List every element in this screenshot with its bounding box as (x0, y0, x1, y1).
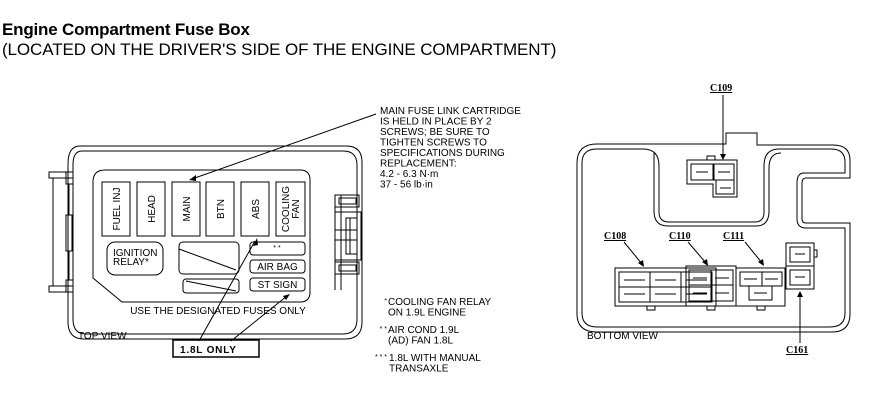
main-fuse-note: MAIN FUSE LINK CARTRIDGE IS HELD IN PLAC… (380, 106, 521, 191)
main-fuse-note-line: 4.2 - 6.3 N·m (380, 169, 438, 180)
fuse-fuel-inj[interactable] (101, 181, 131, 237)
fuse-abs[interactable] (240, 181, 270, 237)
fuse-label-fan: FAN (291, 199, 302, 218)
ignition-relay-label-2: RELAY* (113, 257, 149, 268)
fuse-cooling-fan[interactable] (275, 181, 306, 237)
bottom-housing-channel (653, 152, 782, 227)
main-fuse-note-line: TIGHTEN SCREWS TO (380, 138, 487, 149)
footnote-text: COOLING FAN RELAY (388, 297, 492, 308)
side-latch (334, 194, 362, 290)
connector-label-c161: C161 (786, 345, 808, 356)
main-fuse-note-line: SCREWS; BE SURE TO (380, 127, 490, 138)
connector-label-c110: C110 (669, 231, 691, 242)
footnote-text: 1.8L WITH MANUAL (389, 353, 481, 364)
fuse-box-housing-outer (67, 145, 363, 340)
bottom-housing-outer (576, 132, 851, 333)
st-sign-label: ST SIGN (258, 280, 298, 291)
main-fuse-note-line: IS HELD IN PLACE BY 2 (380, 117, 492, 128)
fuse-box-housing-inner (72, 150, 358, 335)
c110-leader (687, 241, 707, 264)
main-note-leader (191, 113, 377, 180)
air-cond-fuse-label: * * (273, 245, 281, 252)
callout-1-8l-only-label: 1.8L ONLY (180, 345, 237, 356)
footnote-mark: * * (380, 326, 388, 333)
bottom-view (576, 95, 851, 343)
leader-abs (198, 240, 256, 342)
connector-label-c109: C109 (710, 83, 732, 94)
designated-fuses-notice: USE THE DESIGNATED FUSES ONLY (130, 306, 306, 317)
air-bag-label: AIR BAG (257, 262, 298, 273)
main-fuse-note-line: 37 - 56 lb·in (380, 180, 433, 191)
footnote-mark: * * * (375, 354, 387, 361)
spare-slot (182, 278, 240, 294)
fuse-st-sign[interactable] (249, 277, 306, 292)
main-fuse-link-slot (178, 241, 240, 275)
connector-label-c108: C108 (604, 231, 626, 242)
fuse-label-main: MAIN (182, 197, 193, 222)
callout-1-8l-only (172, 339, 260, 358)
connector-c110[interactable] (685, 241, 737, 311)
connector-c109[interactable] (686, 95, 738, 198)
hinge (48, 171, 74, 293)
footnote-mark: * (384, 298, 387, 305)
footnote-text: ON 1.9L ENGINE (388, 308, 466, 319)
footnotes: * COOLING FAN RELAY ON 1.9L ENGINE * * A… (375, 297, 492, 375)
top-view-label: TOP VIEW (78, 331, 127, 342)
fuse-panel (92, 169, 311, 303)
fuse-label-abs: ABS (251, 199, 262, 219)
fuse-main[interactable] (171, 181, 201, 237)
main-fuse-note-line: SPECIFICATIONS DURING (380, 148, 505, 159)
footnote-text: (AD) FAN 1.8L (388, 336, 453, 347)
page-subtitle: (LOCATED ON THE DRIVER'S SIDE OF THE ENG… (2, 40, 557, 59)
connector-c161[interactable] (785, 242, 818, 343)
top-view (48, 113, 377, 358)
c111-leader (744, 241, 763, 264)
fuse-label-btn: BTN (216, 199, 227, 219)
page-title: Engine Compartment Fuse Box (2, 20, 250, 39)
bottom-housing-inner (581, 148, 846, 328)
fuse-air-cond[interactable] (249, 241, 306, 256)
fuse-head[interactable] (136, 181, 166, 237)
leader-st-sign (230, 295, 288, 342)
main-fuse-note-line: MAIN FUSE LINK CARTRIDGE (380, 106, 521, 117)
fuse-label-fuel-inj: FUEL INJ (112, 188, 123, 231)
fuse-label-head: HEAD (147, 195, 158, 223)
fuse-btn[interactable] (205, 181, 235, 237)
fuse-label-cooling: COOLING (281, 186, 292, 232)
main-fuse-note-line: REPLACEMENT: (380, 159, 457, 170)
connector-c108[interactable] (614, 241, 717, 311)
footnote-text: AIR COND 1.9L (388, 325, 460, 336)
c108-leader (623, 241, 643, 265)
connector-label-c111: C111 (723, 231, 744, 242)
fuse-row (101, 181, 306, 237)
fuse-air-bag[interactable] (249, 259, 306, 274)
ignition-relay[interactable] (106, 241, 164, 276)
bottom-view-label: BOTTOM VIEW (587, 331, 658, 342)
footnote-text: TRANSAXLE (389, 364, 449, 375)
connector-c111[interactable] (735, 241, 786, 311)
ignition-relay-label-1: IGNITION (113, 248, 157, 259)
